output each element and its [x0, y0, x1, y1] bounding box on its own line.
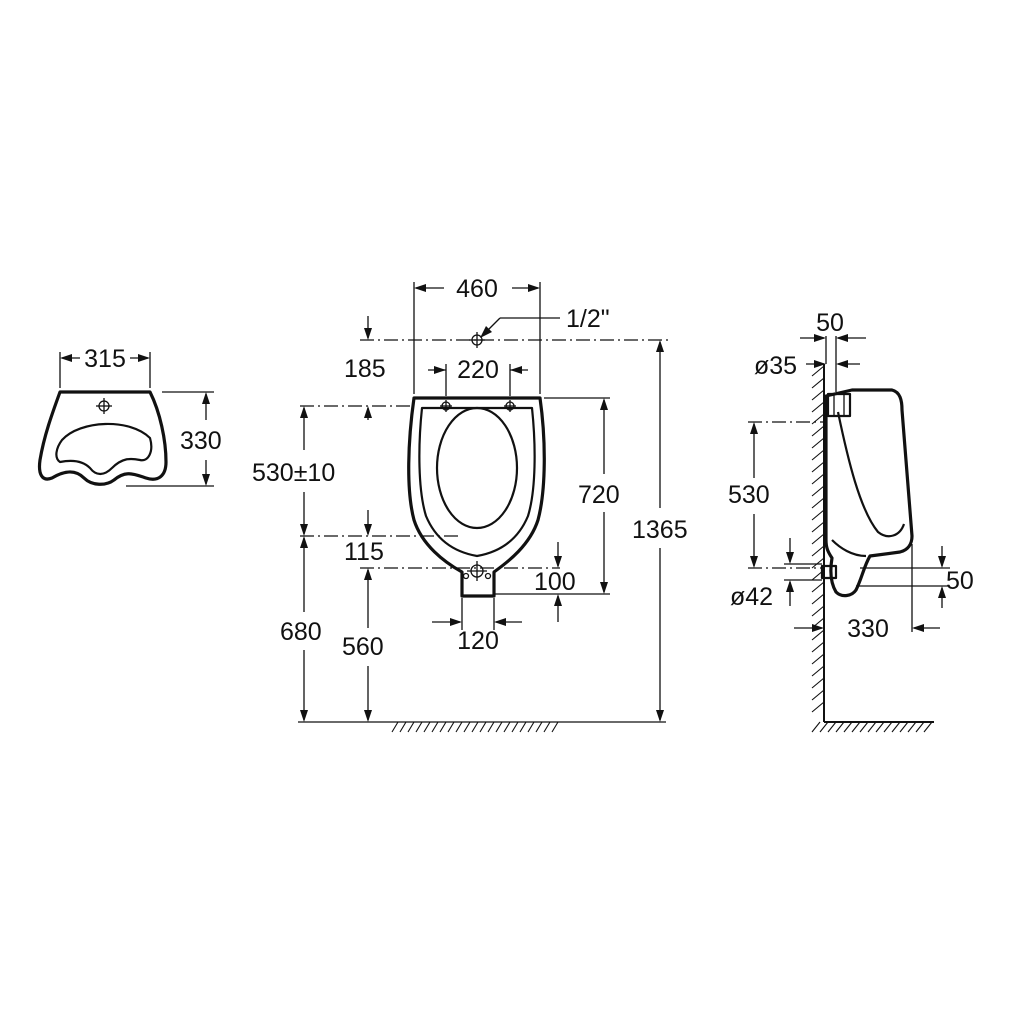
front-view-floor-hatch: [391, 721, 559, 733]
top-view-depth-label: 330: [180, 427, 222, 455]
side-view-outlet-drop-label: 50: [946, 567, 974, 595]
front-view-width-label: 460: [456, 275, 498, 303]
front-view-lower-offset-label: 115: [344, 538, 384, 566]
side-view-outlet-connector: [820, 564, 838, 580]
top-view-inlet-mark: [96, 398, 112, 414]
front-view-bowl-opening: [435, 406, 519, 530]
front-view-total-height-label: 1365: [632, 516, 688, 544]
front-view-inlet-to-fixings-label: 185: [344, 355, 386, 383]
top-view-bowl-inner: [55, 422, 153, 476]
front-view-bowl-outline: [407, 396, 546, 598]
side-view-height-label: 530: [728, 481, 770, 509]
side-view-body-inner: [836, 411, 906, 538]
side-view-body-inner2: [831, 539, 867, 558]
front-view-fixing-right: [504, 400, 516, 412]
side-view-floor-hatch: [811, 721, 933, 733]
side-view: 50 ø35 530 ø42 50: [728, 309, 974, 733]
side-view-inlet-offset-label: 50: [816, 309, 844, 337]
front-view-outlet-axis-height-label: 680: [280, 618, 322, 646]
top-view-bowl-outline: [37, 390, 168, 486]
front-view-outlet-width-label: 120: [457, 627, 499, 655]
front-view-fixings-to-axis-label: 530±10: [252, 459, 335, 487]
front-view: 460 1/2" 220 185 530±10 720: [252, 275, 688, 733]
front-view-height-720-label: 720: [578, 481, 620, 509]
side-view-projection-label: 330: [847, 615, 889, 643]
side-view-inlet-connector: [826, 392, 852, 418]
front-view-lower-height-label: 560: [342, 633, 384, 661]
top-view: 315 330: [37, 345, 222, 487]
front-view-bowl-rim: [418, 406, 536, 558]
front-view-fixing-spacing-label: 220: [457, 356, 499, 384]
side-view-outlet-diameter-label: ø42: [730, 583, 773, 611]
side-view-wall-hatch: [811, 365, 825, 713]
front-view-thread-label: 1/2": [566, 305, 610, 333]
top-view-width-label: 315: [84, 345, 126, 373]
front-view-outlet-height-label: 100: [534, 568, 576, 596]
front-view-outlet-mark: [462, 561, 492, 581]
side-view-inlet-diameter-label: ø35: [754, 352, 797, 380]
side-view-body-outline: [824, 388, 914, 598]
front-view-fixing-left: [440, 400, 452, 412]
